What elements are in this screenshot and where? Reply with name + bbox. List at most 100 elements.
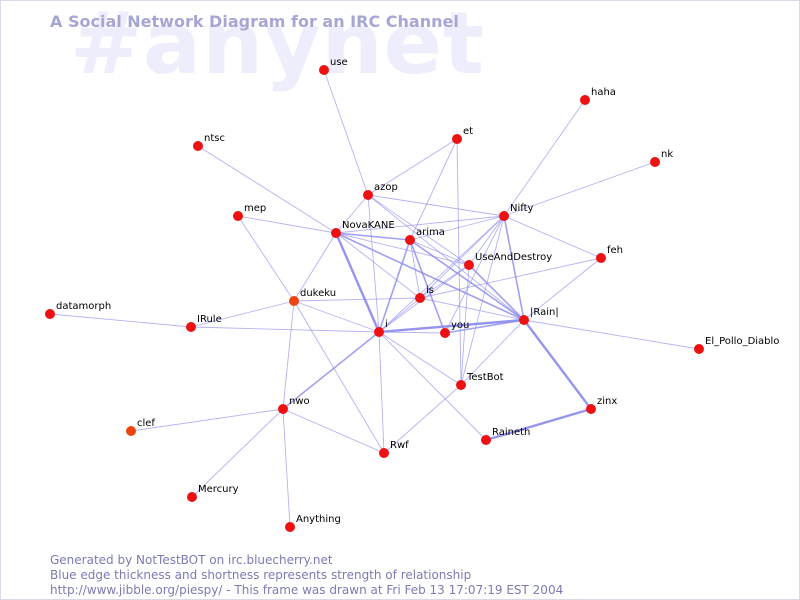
node-rwf[interactable]: Rwf	[379, 440, 409, 458]
node-label: NovaKANE	[342, 220, 395, 231]
node-dot[interactable]	[193, 141, 203, 151]
node-zinx[interactable]: zinx	[586, 396, 617, 414]
edge-arima-rain	[409, 239, 525, 321]
node-et[interactable]: et	[452, 126, 473, 144]
node-nwo[interactable]: nwo	[278, 396, 310, 414]
node-dot[interactable]	[694, 344, 704, 354]
node-label: |Rain|	[530, 307, 559, 318]
edge-rain-testbot	[460, 319, 525, 386]
edge-nk-nifty	[503, 161, 656, 217]
node-dot[interactable]	[440, 328, 450, 338]
node-testbot[interactable]: TestBot	[456, 372, 504, 390]
edge-novakane-nifty	[335, 215, 505, 234]
node-use[interactable]: use	[319, 57, 348, 75]
edge-dukeku-irule	[190, 300, 295, 328]
node-dot[interactable]	[481, 435, 491, 445]
node-dot[interactable]	[278, 404, 288, 414]
node-dot[interactable]	[650, 157, 660, 167]
node-dot[interactable]	[233, 211, 243, 221]
node-label: ntsc	[204, 133, 225, 144]
node-dot[interactable]	[580, 95, 590, 105]
node-dot[interactable]	[319, 65, 329, 75]
edge-nwo-anything	[282, 408, 291, 528]
node-label: Mercury	[198, 484, 239, 495]
node-datamorph[interactable]: datamorph	[45, 301, 111, 319]
node-dot[interactable]	[45, 309, 55, 319]
node-dot[interactable]	[452, 134, 462, 144]
edge-nifty-rain	[503, 215, 525, 321]
node-i[interactable]: i	[374, 319, 388, 337]
node-novakane[interactable]: NovaKANE	[331, 220, 395, 238]
node-dot[interactable]	[187, 492, 197, 502]
node-el-pollo-diablo[interactable]: El_Pollo_Diablo	[694, 336, 779, 354]
edge-mep-dukeku	[237, 215, 295, 302]
node-dot[interactable]	[499, 211, 509, 221]
node-label: i	[385, 319, 388, 330]
edge-novakane-i	[334, 232, 381, 333]
node-dot[interactable]	[363, 190, 373, 200]
node-clef[interactable]: clef	[126, 418, 155, 436]
node-nk[interactable]: nk	[650, 149, 673, 167]
node-label: haha	[591, 87, 616, 98]
node-dot[interactable]	[464, 260, 474, 270]
node-dot[interactable]	[126, 426, 136, 436]
node-mep[interactable]: mep	[233, 203, 266, 221]
edge-i-you	[378, 331, 446, 334]
node-dot[interactable]	[379, 448, 389, 458]
node-label: feh	[607, 245, 623, 256]
edge-nifty-you	[444, 215, 505, 334]
node-label: Anything	[296, 514, 341, 525]
page-title: A Social Network Diagram for an IRC Chan…	[50, 12, 459, 31]
edge-arima-useanddestroy	[409, 239, 470, 266]
node-rain[interactable]: |Rain|	[519, 307, 559, 325]
edge-nifty-testbot	[460, 215, 505, 386]
node-dot[interactable]	[519, 315, 529, 325]
node-nifty[interactable]: Nifty	[499, 203, 534, 221]
edge-is-dukeku	[293, 297, 421, 302]
edge-rain-el-pollo-diablo	[523, 319, 700, 350]
node-dot[interactable]	[415, 293, 425, 303]
node-mercury[interactable]: Mercury	[187, 484, 239, 502]
node-irule[interactable]: IRule	[186, 314, 222, 332]
node-dot[interactable]	[586, 404, 596, 414]
edge-nifty-feh	[503, 215, 602, 259]
edge-is-rain	[419, 297, 525, 321]
node-azop[interactable]: azop	[363, 182, 398, 200]
node-label: is	[426, 285, 434, 296]
node-useanddestroy[interactable]: UseAndDestroy	[464, 252, 552, 270]
node-anything[interactable]: Anything	[285, 514, 341, 532]
node-feh[interactable]: feh	[596, 245, 623, 263]
node-dot[interactable]	[596, 253, 606, 263]
footer-legend-note: Blue edge thickness and shortness repres…	[50, 568, 472, 582]
node-dot[interactable]	[331, 228, 341, 238]
edge-dukeku-nwo	[282, 300, 295, 410]
node-you[interactable]: you	[440, 320, 469, 338]
edge-et-testbot	[456, 138, 462, 386]
node-dot[interactable]	[285, 522, 295, 532]
node-haha[interactable]: haha	[580, 87, 616, 105]
edge-is-i	[378, 297, 421, 333]
node-is[interactable]: is	[415, 285, 434, 303]
edge-azop-i	[367, 194, 380, 333]
node-label: dukeku	[300, 288, 336, 299]
node-dot[interactable]	[456, 380, 466, 390]
edge-nwo-clef	[130, 408, 284, 432]
node-arima[interactable]: arima	[405, 227, 445, 245]
edge-novakane-useanddestroy	[335, 232, 470, 266]
node-label: datamorph	[56, 301, 111, 312]
node-label: Nifty	[510, 203, 534, 214]
node-dot[interactable]	[405, 235, 415, 245]
node-ntsc[interactable]: ntsc	[193, 133, 225, 151]
node-dot[interactable]	[289, 296, 299, 306]
footer-source-link[interactable]: http://www.jibble.org/piespy/ - This fra…	[50, 583, 564, 597]
node-dukeku[interactable]: dukeku	[289, 288, 336, 306]
footer: Generated by NotTestBOT on irc.bluecherr…	[50, 553, 563, 598]
edge-novakane-rain	[335, 232, 525, 321]
node-raineth[interactable]: Raineth	[481, 427, 530, 445]
edge-rain-zinx	[523, 319, 592, 410]
node-dot[interactable]	[186, 322, 196, 332]
node-dot[interactable]	[374, 327, 384, 337]
edge-useanddestroy-is	[419, 264, 470, 299]
node-label: IRule	[197, 314, 222, 325]
edge-nifty-useanddestroy	[468, 215, 505, 266]
